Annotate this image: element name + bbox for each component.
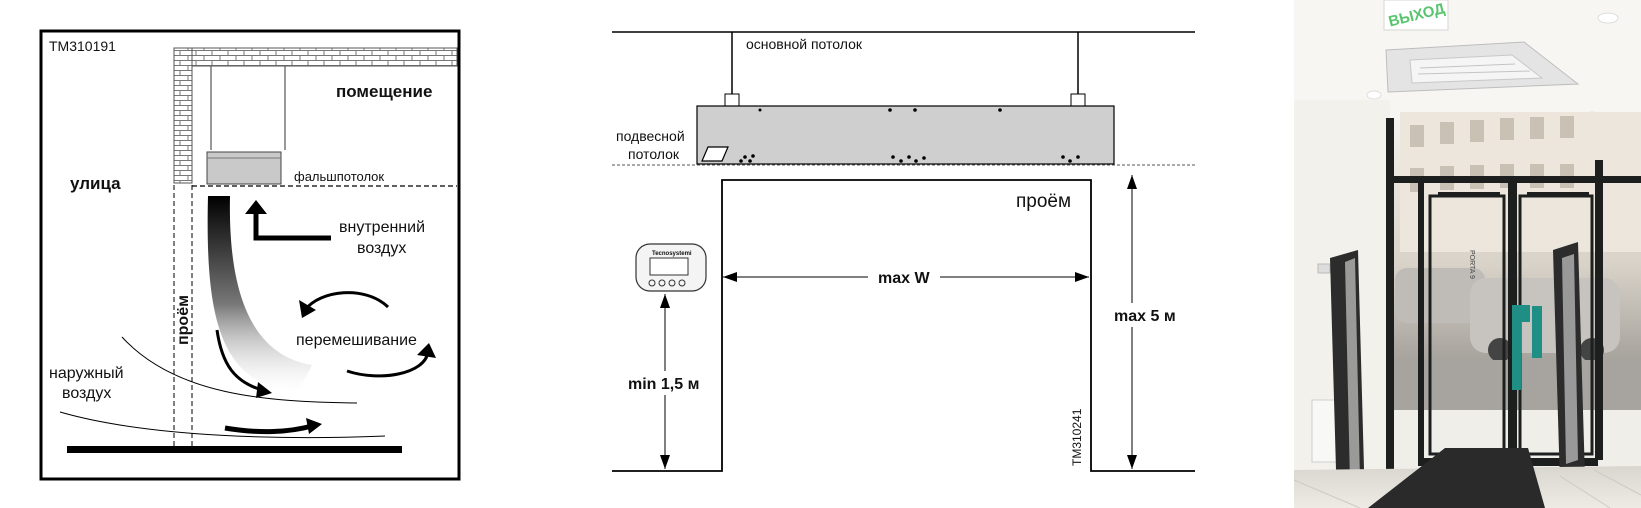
center-diagram: основной потолок подвесной потолок проём… <box>612 31 1195 472</box>
floor-mat <box>1368 448 1545 508</box>
floor-bar <box>67 446 402 453</box>
left-code-label: TM310191 <box>49 38 116 54</box>
left-frame <box>39 29 461 481</box>
left-diagram: TM310191 фальшпотолок проём помещение ул… <box>39 29 461 481</box>
controller-brand: Tecnosystemi <box>652 251 692 257</box>
max-width-label: max W <box>878 270 930 287</box>
outer-air-label: наружный <box>49 365 124 382</box>
main-ceiling-label: основной потолок <box>746 36 863 52</box>
mixing-label: перемешивание <box>296 332 417 349</box>
opening-label: проём <box>1016 191 1071 212</box>
opening-outline <box>612 179 1195 472</box>
curtain-unit <box>696 105 1115 165</box>
false-ceiling-label: фальшпотолок <box>294 169 384 184</box>
entrance-photo: ВЫХОД <box>1293 0 1641 508</box>
ceiling-light <box>1366 90 1382 100</box>
inner-air-label: внутренний <box>339 219 425 236</box>
opening-label: проём <box>175 295 192 345</box>
room-label: помещение <box>336 82 432 101</box>
mixing-arrow <box>303 291 390 311</box>
outer-air-curve <box>121 336 358 404</box>
center-code-label: TM310241 <box>1070 408 1084 466</box>
outer-air-arrow <box>224 423 313 435</box>
outer-air-label: воздух <box>62 385 111 402</box>
suspended-ceiling-label: подвесной <box>616 128 685 144</box>
curtain-unit <box>206 151 282 185</box>
outer-air-curve <box>59 411 386 439</box>
mixing-arrow <box>346 351 430 378</box>
ceiling-light <box>1597 12 1619 24</box>
inner-air-arrow <box>253 213 331 241</box>
door-handle <box>1512 305 1530 390</box>
brick-wall <box>173 47 193 184</box>
suspended-ceiling-label: потолок <box>628 146 680 162</box>
air-jet <box>207 196 312 392</box>
exit-sign <box>1383 0 1449 31</box>
max-height-label: max 5 м <box>1114 308 1176 325</box>
inner-air-label: воздух <box>357 240 406 257</box>
brick-ceiling <box>173 47 458 67</box>
street-label: улица <box>70 174 121 193</box>
min-height-label: min 1,5 м <box>628 376 699 393</box>
shop-sign-text: PORTA 9 <box>1468 250 1475 279</box>
